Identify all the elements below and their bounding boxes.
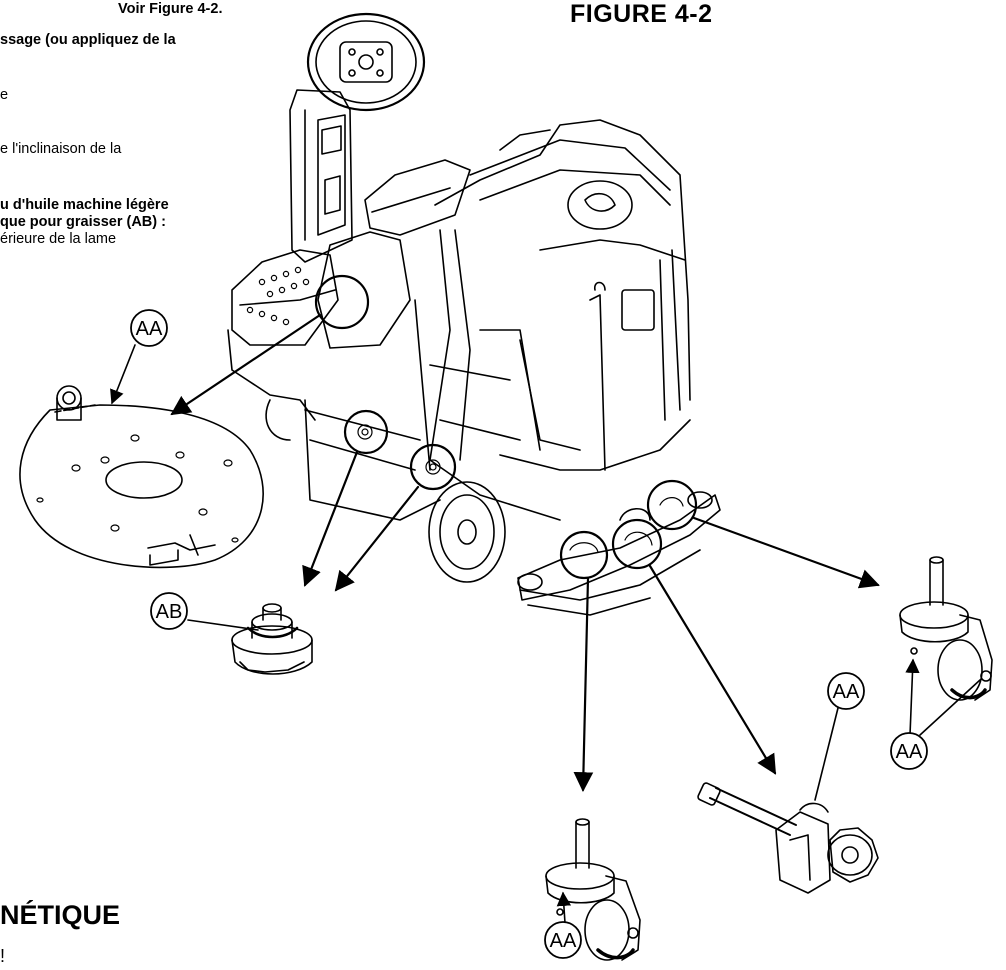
- trailing-mark: !: [0, 946, 6, 966]
- pointer-arrows: [170, 313, 880, 792]
- text-line-7: érieure de la lame: [0, 231, 117, 247]
- callout-label-aa-hinge: AA: [833, 681, 860, 703]
- text-line-1: Voir Figure 4-2.: [118, 1, 223, 17]
- text-line-6: que pour graisser (AB) :: [0, 214, 166, 230]
- steering-column-drawing: [289, 89, 353, 263]
- callout-label-aa-caster-bottom: AA: [550, 930, 577, 952]
- drive-hub-drawing: [231, 603, 313, 675]
- text-line-5: u d'huile machine légère: [0, 197, 169, 213]
- callout-bubbles: [130, 309, 928, 959]
- hinge-knob-drawing: [697, 782, 879, 894]
- section-heading: NÉTIQUE: [0, 900, 121, 930]
- brush-plate-drawing: [19, 385, 264, 569]
- callout-label-aa-plate: AA: [136, 318, 163, 340]
- caster-wheel-right-drawing: [899, 556, 993, 701]
- indication-circles: [314, 274, 698, 580]
- text-line-3: e: [0, 87, 9, 103]
- callout-leaders: [110, 344, 981, 924]
- figure-title: FIGURE 4-2: [570, 0, 713, 28]
- machine-body-drawing: [227, 119, 721, 616]
- steering-wheel-drawing: [306, 12, 426, 112]
- text-line-2: ssage (ou appliquez de la: [0, 32, 176, 48]
- callout-label-aa-caster-right: AA: [896, 741, 923, 763]
- caster-wheel-bottom-drawing: [545, 818, 641, 961]
- text-line-4: e l'inclinaison de la: [0, 141, 122, 157]
- callout-label-ab-hub: AB: [156, 601, 183, 623]
